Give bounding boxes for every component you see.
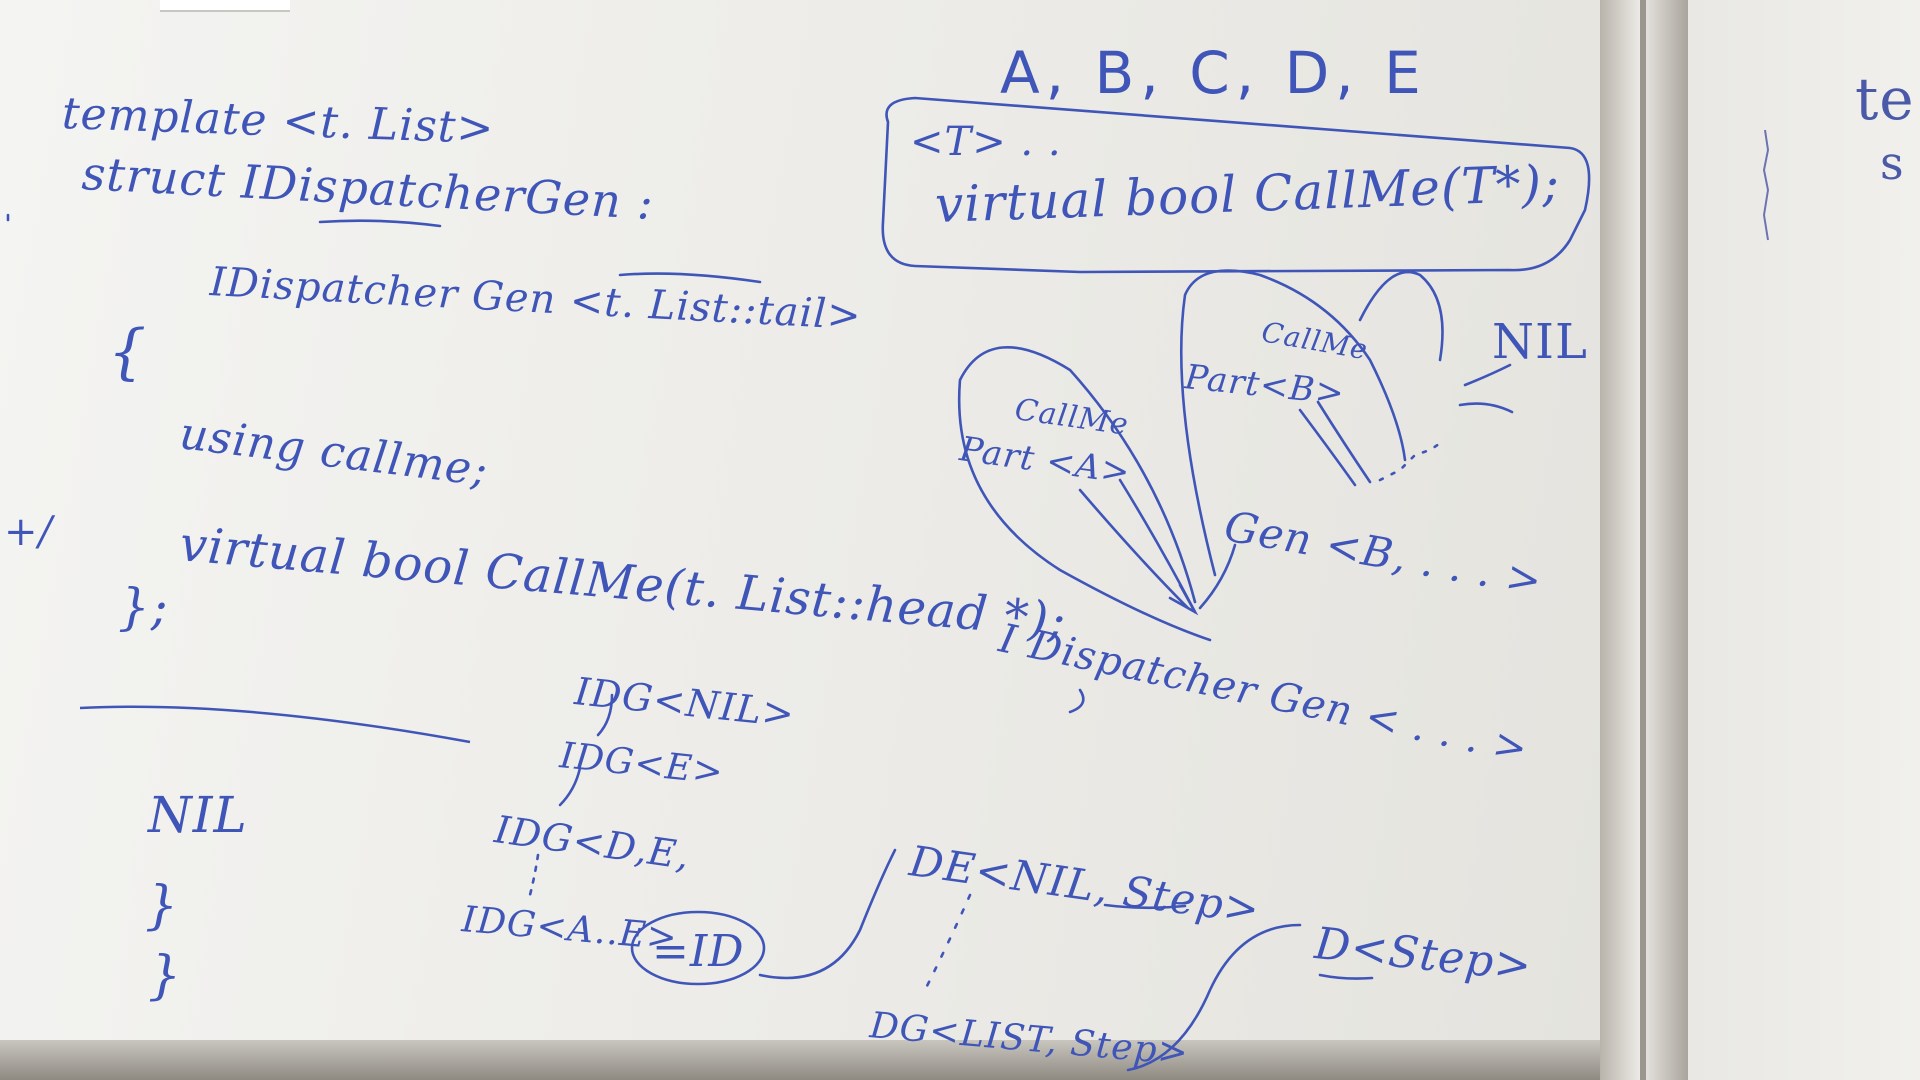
whiteboard-surface-right: [1688, 0, 1920, 1080]
right-board-text-s: s: [1880, 136, 1905, 190]
code-line-brace-2: }: [148, 946, 183, 1006]
code-line-comment-mark: +/: [4, 509, 53, 555]
chain-equals-id: =ID: [652, 926, 745, 977]
code-line-close-brace: };: [118, 578, 169, 636]
label-nil: NIL: [1492, 314, 1588, 370]
marker-tray: [0, 1040, 1600, 1080]
code-line-nil: NIL: [148, 786, 248, 844]
template-params: A, B, C, D, E: [1000, 39, 1427, 107]
code-line-open-brace: {: [108, 317, 148, 387]
top-edge-object: [160, 0, 290, 12]
frame-edge: [1640, 0, 1646, 1080]
code-line-brace-1: }: [145, 876, 180, 936]
template-decl: <T> . .: [910, 119, 1062, 165]
right-board-text-te: te: [1855, 65, 1915, 133]
